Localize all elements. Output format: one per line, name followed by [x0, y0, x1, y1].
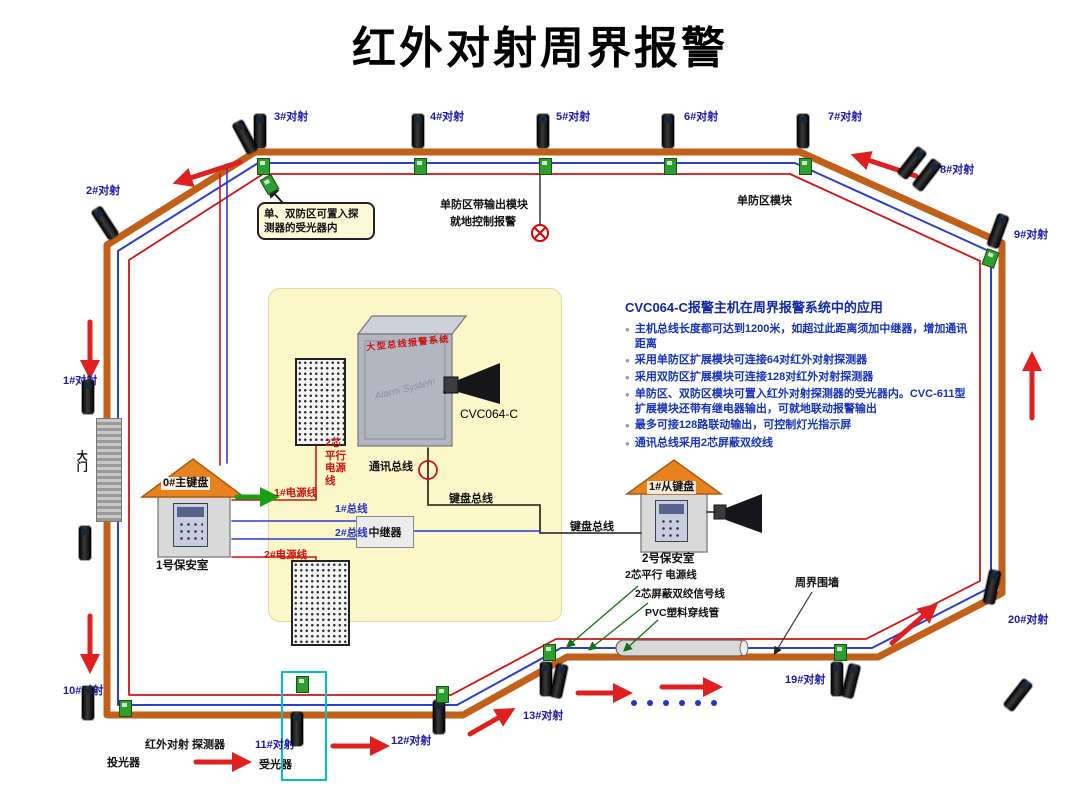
gate-label: 大门 — [75, 450, 88, 472]
info-bullet: ●单防区、双防区模块可置入红外对射探测器的受光器内。CVC-611型扩展模块还带… — [625, 388, 966, 415]
detector-pair-label: 红外对射 探测器 — [145, 739, 226, 751]
single-zone-module-label: 单防区模块 — [737, 195, 792, 207]
info-bullet: ●通讯总线采用2芯屏蔽双绞线 — [625, 436, 973, 451]
bus2-label: 2#总线 — [335, 527, 368, 539]
keypad-1-label: 1#从键盘 — [647, 481, 697, 495]
infrared-detector-icon — [433, 700, 445, 734]
repeater-box: 中继器 — [356, 516, 414, 548]
local-alarm-output-symbol — [531, 163, 549, 242]
info-title: CVC064-C报警主机在周界报警系统中的应用 — [625, 300, 883, 315]
signal-line-label: 2芯屏蔽双绞信号线 — [635, 588, 725, 600]
power-2core-vertical-label: 2芯平行电源线 — [325, 437, 346, 487]
zone-module-icon — [543, 644, 556, 661]
bullet-icon: ● — [625, 373, 630, 383]
infrared-detector-icon — [412, 114, 424, 148]
power2-label: 2#电源线 — [264, 549, 308, 561]
infrared-detector-icon — [831, 662, 843, 696]
zone-module-icon — [664, 158, 677, 175]
detector-label-3: 3#对射 — [274, 111, 309, 123]
callout-box: 单、双防区可置入探测器的受光器内 — [257, 202, 375, 241]
pvc-tube-label: PVC塑料穿线管 — [645, 607, 720, 619]
infrared-detector-icon — [82, 686, 94, 720]
host-model-label: CVC064-C — [460, 407, 519, 421]
transmitter-label: 投光器 — [107, 757, 140, 769]
page-title: 红外对射周界报警 — [352, 24, 728, 73]
infrared-detector-icon — [537, 114, 549, 148]
detector-label-7: 7#对射 — [828, 111, 863, 123]
info-bullet: ●采用双防区扩展模块可连接128对红外对射探测器 — [625, 370, 973, 385]
power-supply-1 — [295, 358, 346, 446]
receiver-highlight-box — [281, 671, 327, 781]
zone-module-icon — [296, 676, 309, 693]
bullet-icon: ● — [625, 438, 630, 448]
infrared-detector-icon — [254, 114, 266, 148]
infrared-detector-icon — [797, 114, 809, 148]
detector-label-8: 8#对射 — [940, 164, 975, 176]
zone-module-icon — [436, 686, 449, 703]
continuation-dots — [631, 700, 717, 706]
output-module-label-1: 单防区带输出模块 — [440, 199, 528, 211]
info-bullet: ●主机总线长度都可达到1200米，如超过此距离须加中继器，增加通讯距离 — [625, 323, 968, 350]
zone-module-icon — [799, 158, 812, 175]
infrared-detector-icon — [79, 526, 91, 560]
detector-label-5: 5#对射 — [556, 111, 591, 123]
bullet-icon: ● — [625, 390, 630, 400]
bus1-label: 1#总线 — [335, 503, 368, 515]
info-bullet: ●最多可接128路联动输出，可控制灯光指示屏 — [625, 418, 973, 433]
detector-label-13: 13#对射 — [523, 710, 564, 722]
alarm-speaker-right-icon — [713, 494, 762, 533]
detector-label-9: 9#对射 — [1014, 229, 1049, 241]
guard-room-1-label: 1号保安室 — [156, 560, 209, 572]
zone-module-icon — [539, 158, 552, 175]
power-line-2core-label: 2芯平行 电源线 — [625, 569, 697, 581]
detector-label-4: 4#对射 — [430, 111, 465, 123]
keypad-bus-label-2: 键盘总线 — [570, 521, 614, 533]
zone-module-icon — [414, 158, 427, 175]
detector-label-19: 19#对射 — [785, 674, 826, 686]
keypad-1-icon — [655, 500, 688, 542]
zone-module-icon — [834, 644, 847, 661]
detector-label-12: 12#对射 — [391, 735, 432, 747]
bullet-icon: ● — [625, 356, 630, 366]
info-bullet: ●采用单防区扩展模块可连接64对红外对射探测器 — [625, 353, 973, 368]
zone-module-icon — [119, 700, 132, 717]
alarm-host-cabinet — [356, 315, 468, 447]
info-block: CVC064-C报警主机在周界报警系统中的应用 ●主机总线长度都可达到1200米… — [625, 297, 973, 453]
infrared-detector-icon — [291, 712, 303, 746]
guard-room-2-label: 2号保安室 — [642, 553, 695, 565]
power1-label: 1#电源线 — [274, 487, 318, 499]
detector-label-6: 6#对射 — [684, 111, 719, 123]
keypad-0-label: 0#主键盘 — [161, 477, 211, 491]
output-module-label-2: 就地控制报警 — [450, 216, 516, 228]
detector-label-2: 2#对射 — [86, 185, 121, 197]
detector-label-20: 20#对射 — [1008, 614, 1049, 626]
direction-arrows — [80, 151, 1042, 772]
power-supply-2 — [291, 560, 350, 646]
bullet-icon: ● — [625, 325, 630, 334]
infrared-detector-icon — [540, 662, 552, 696]
infrared-detector-icon — [662, 114, 674, 148]
pvc-conduit-tube — [615, 639, 749, 657]
perimeter-wall-label: 周界围墙 — [795, 577, 839, 589]
keypad-0-icon — [173, 503, 208, 547]
zone-module-icon — [257, 158, 270, 175]
detector-label-11: 11#对射 — [255, 739, 295, 751]
keypad-bus-label-1: 键盘总线 — [449, 493, 493, 505]
alarm-speaker-center-icon — [443, 363, 500, 404]
receiver-label: 受光器 — [259, 759, 292, 771]
bullet-icon: ● — [625, 421, 630, 431]
infrared-detector-icon — [82, 380, 94, 414]
pointer-lines — [266, 185, 813, 656]
comm-bus-label: 通讯总线 — [369, 461, 413, 473]
gate-wall-section — [96, 418, 122, 522]
